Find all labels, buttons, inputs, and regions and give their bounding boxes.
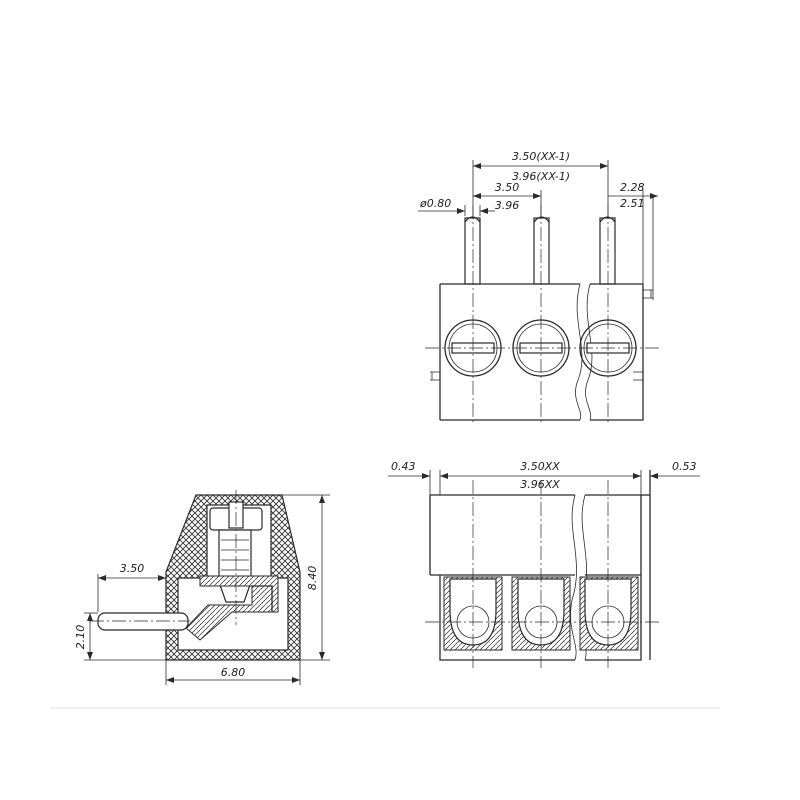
front-view-body [430,494,642,576]
side-view-screw [209,501,263,603]
pin-3 [599,217,616,285]
dim-front-left: 0.43 [391,460,416,473]
dim-pitch-b: 3.96(XX-1) [512,170,570,183]
dim-width: 6.80 [221,666,246,679]
dim-pin-length: 3.50 [120,562,145,575]
dim-single-a: 3.50 [495,181,520,194]
dim-front-pitch-a: 3.50XX [520,460,560,473]
dim-front-pitch-b: 3.96XX [520,478,560,491]
dim-pin-diameter: ø0.80 [419,197,451,210]
dim-edge-a: 2.28 [620,181,645,194]
top-view-body [440,283,644,421]
wire-entry-3 [579,576,639,651]
dim-single-b: 3.96 [495,199,520,212]
top-view: 3.50(XX-1) 3.96(XX-1) 3.50 3.96 ø0.80 2.… [418,150,660,425]
front-view: 0.43 3.50XX 3.96XX 0.53 [388,460,700,668]
dim-pin-height: 2.10 [74,625,87,650]
dim-front-right: 0.53 [672,460,697,473]
dim-height: 8.40 [306,566,319,591]
pin-1 [464,217,481,285]
dim-edge-b: 2.51 [620,197,645,210]
pin-2 [533,217,550,285]
dim-pitch-a: 3.50(XX-1) [512,150,570,163]
side-view-pin [97,612,189,631]
side-view: 3.50 8.40 2.10 6.80 [74,490,330,685]
